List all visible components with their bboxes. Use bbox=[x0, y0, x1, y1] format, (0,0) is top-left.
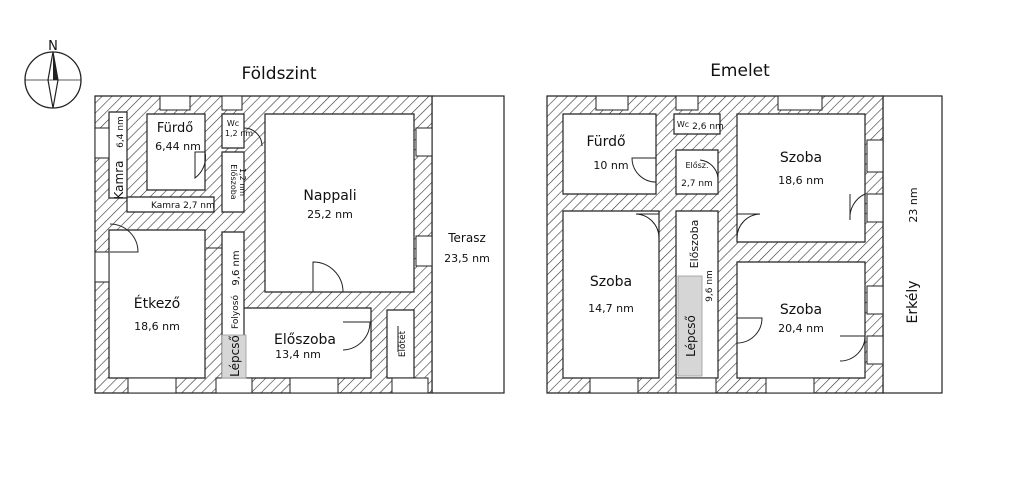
ground-floor-windows bbox=[94, 95, 433, 394]
compass: N bbox=[24, 39, 82, 109]
upper-floor-walls bbox=[546, 95, 884, 394]
ground-furdo-area: 6,44 nm bbox=[155, 140, 201, 153]
upper-wc-area: 2,6 nm bbox=[692, 122, 724, 132]
compass-north-label: N bbox=[48, 39, 58, 54]
ground-wc-label: Wc bbox=[227, 119, 239, 128]
upper-erkely-area: 23 nm bbox=[907, 187, 920, 222]
upper-eloszoba-area: 9,6 nm bbox=[705, 270, 715, 302]
upper-wc-label: Wc bbox=[677, 120, 689, 129]
ground-terasz-label: Terasz bbox=[447, 231, 486, 245]
upper-eloszoba-small-area: 2,7 nm bbox=[681, 179, 713, 189]
upper-floor-title: Emelet bbox=[710, 61, 770, 81]
ground-eloszoba-area: 13,4 nm bbox=[275, 348, 321, 361]
ground-floor-plan: Földszint bbox=[94, 64, 505, 394]
ground-folyoso-area: 9,6 nm bbox=[231, 250, 242, 285]
ground-folyoso-label: Folyosó bbox=[230, 295, 241, 329]
upper-furdo-label: Fürdő bbox=[586, 134, 625, 150]
ground-kamra-horizontal-area: 2,7 nm bbox=[183, 201, 215, 211]
upper-szoba-se-label: Szoba bbox=[780, 302, 822, 318]
upper-floor-windows bbox=[589, 95, 884, 394]
ground-kamra-vertical-label: Kamra bbox=[112, 161, 126, 200]
upper-floor-plan: Emelet bbox=[546, 61, 943, 394]
compass-needle-dark-icon bbox=[53, 52, 58, 80]
ground-etkezo-area: 18,6 nm bbox=[134, 320, 180, 333]
upper-szoba-ne-area: 18,6 nm bbox=[778, 174, 824, 187]
ground-wc-area: 1,2 nm bbox=[225, 129, 253, 138]
ground-etkezo-label: Étkező bbox=[134, 295, 180, 312]
ground-nappali-label: Nappali bbox=[303, 188, 356, 204]
ground-eloszoba-label: Előszoba bbox=[274, 332, 336, 348]
ground-elotet-label: Előtét bbox=[397, 330, 408, 357]
ground-kamra-horizontal-label: Kamra 2,7 nm bbox=[151, 201, 215, 211]
upper-furdo-area: 10 nm bbox=[593, 159, 628, 172]
upper-szoba-w-area: 14,7 nm bbox=[588, 302, 634, 315]
ground-floor-doors bbox=[109, 127, 399, 352]
ground-eloszoba-small-label: Előszoba bbox=[229, 164, 238, 200]
ground-stair bbox=[221, 334, 247, 379]
ground-kamra-horizontal-name: Kamra bbox=[151, 201, 180, 211]
upper-szoba-w-label: Szoba bbox=[590, 274, 632, 290]
ground-furdo-label: Fürdő bbox=[157, 121, 193, 136]
ground-terasz-area: 23,5 nm bbox=[444, 252, 490, 265]
upper-eloszoba-label: Előszoba bbox=[688, 220, 701, 269]
ground-eloszoba-small-area: 1,2 nm bbox=[238, 168, 247, 196]
ground-kamra-vertical-area: 6,4 nm bbox=[116, 116, 126, 148]
ground-lepcso-label: Lépcső bbox=[228, 335, 242, 377]
upper-lepcso-label: Lépcső bbox=[684, 315, 698, 357]
upper-szoba-ne-label: Szoba bbox=[780, 150, 822, 166]
erkely-area bbox=[882, 95, 943, 394]
upper-szoba-se-area: 20,4 nm bbox=[778, 322, 824, 335]
ground-floor-title: Földszint bbox=[241, 64, 316, 84]
upper-stair bbox=[677, 275, 703, 377]
upper-eloszoba-small-label: Elősz. bbox=[685, 161, 708, 170]
upper-floor-doors bbox=[631, 157, 866, 362]
ground-floor-walls bbox=[94, 95, 433, 394]
upper-erkely-label: Erkély bbox=[905, 281, 921, 324]
ground-nappali-area: 25,2 nm bbox=[307, 208, 353, 221]
